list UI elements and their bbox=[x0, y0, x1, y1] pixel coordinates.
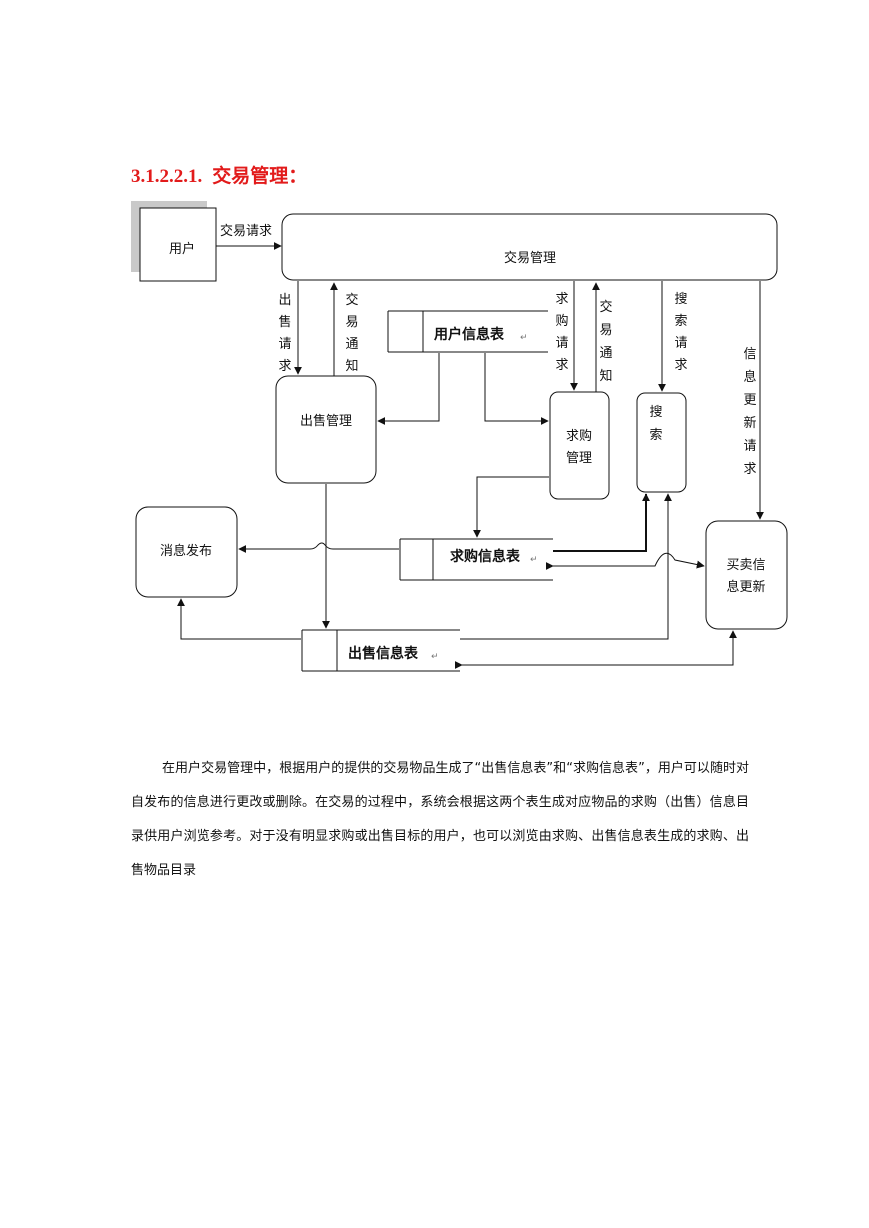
sellinfo-to-message-arrow bbox=[177, 598, 301, 640]
trade-notice-right-char-1: 交 bbox=[599, 299, 612, 315]
update-buyinfo-arrow bbox=[545, 552, 705, 570]
user-info-table-label: 用户信息表 bbox=[434, 326, 505, 343]
trade-notice-right-char-4: 知 bbox=[599, 368, 612, 384]
buy-request-char-3: 请 bbox=[555, 336, 568, 351]
update-sellinfo-arrow bbox=[454, 630, 737, 669]
trade-notice-left-char-4: 知 bbox=[345, 358, 358, 374]
buy-info-return-mark: ↵ bbox=[530, 555, 538, 565]
user-info-return-mark: ↵ bbox=[520, 333, 528, 343]
description-paragraph: 在用户交易管理中，根据用户的提供的交易物品生成了“出售信息表”和“求购信息表”，… bbox=[131, 761, 749, 878]
buy-info-table-store: 求购信息表 ↵ bbox=[399, 538, 553, 581]
sell-management-process bbox=[275, 375, 377, 484]
trade-info-update-label-2: 息更新 bbox=[726, 579, 765, 595]
buy-management-label-1: 求购 bbox=[566, 428, 592, 444]
trade-notice-left-char-1: 交 bbox=[345, 292, 358, 308]
user-entity-label: 用户 bbox=[169, 241, 195, 257]
user-info-table-store: 用户信息表 ↵ bbox=[387, 310, 548, 353]
search-label-2: 索 bbox=[649, 428, 662, 443]
buy-request-char-2: 购 bbox=[555, 313, 568, 329]
trade-info-update-process bbox=[705, 520, 788, 630]
buy-request-char-1: 求 bbox=[555, 292, 568, 307]
info-update-request-char-1: 信 bbox=[743, 347, 756, 362]
search-request-char-4: 求 bbox=[674, 358, 687, 373]
trade-management-process bbox=[281, 213, 778, 281]
info-update-request-char-4: 新 bbox=[743, 415, 756, 431]
info-update-request-char-2: 息 bbox=[743, 369, 756, 385]
search-request-char-2: 索 bbox=[674, 314, 687, 329]
sell-info-return-mark: ↵ bbox=[431, 652, 439, 662]
trade-info-update-label-1: 买卖信 bbox=[726, 558, 765, 573]
sell-request-char-2: 售 bbox=[278, 314, 291, 330]
buyinfo-to-message-arrow bbox=[238, 542, 399, 553]
section-number: 3.1.2.2.1. bbox=[131, 166, 203, 187]
trade-request-label: 交易请求 bbox=[220, 223, 272, 239]
search-request-char-3: 请 bbox=[674, 336, 687, 351]
sell-request-char-4: 求 bbox=[278, 359, 291, 374]
trade-notice-left-char-3: 通 bbox=[345, 337, 358, 352]
trade-notice-right-char-2: 易 bbox=[599, 323, 612, 338]
userinfo-to-sell-arrow bbox=[377, 353, 440, 425]
section-title: 交易管理： bbox=[212, 165, 308, 187]
trade-notice-right-char-3: 通 bbox=[599, 346, 612, 361]
info-update-request-char-3: 更 bbox=[743, 393, 756, 408]
buy-management-label-2: 管理 bbox=[566, 451, 592, 466]
buy-to-buyinfo-arrow bbox=[473, 476, 549, 538]
buy-request-char-4: 求 bbox=[555, 358, 568, 373]
userinfo-to-buy-arrow bbox=[484, 353, 549, 425]
buy-info-table-label: 求购信息表 bbox=[450, 548, 521, 565]
trade-notice-left-char-2: 易 bbox=[345, 315, 358, 330]
message-publish-process bbox=[135, 506, 238, 598]
sell-info-table-store: 出售信息表 ↵ bbox=[301, 629, 460, 672]
sell-request-char-1: 出 bbox=[278, 293, 291, 308]
trade-management-dataflow-diagram: 用户 交易管理 交易请求 出售管理 出 售 请 求 交 易 通 知 用户信息表 … bbox=[131, 201, 788, 672]
sell-management-label: 出售管理 bbox=[300, 413, 352, 429]
section-heading: 3.1.2.2.1. 交易管理： bbox=[131, 161, 307, 188]
sell-info-table-label: 出售信息表 bbox=[348, 645, 419, 662]
trade-management-label: 交易管理 bbox=[504, 250, 556, 266]
search-process bbox=[636, 392, 687, 493]
buy-management-process bbox=[549, 391, 610, 500]
buyinfo-to-search-arrow bbox=[553, 493, 650, 552]
search-label-1: 搜 bbox=[649, 405, 662, 420]
user-entity-box bbox=[139, 207, 217, 282]
info-update-request-char-5: 请 bbox=[743, 439, 756, 454]
sell-request-char-3: 请 bbox=[278, 337, 291, 352]
message-publish-label: 消息发布 bbox=[160, 543, 212, 559]
search-request-char-1: 搜 bbox=[674, 292, 687, 307]
info-update-request-char-6: 求 bbox=[743, 462, 756, 477]
